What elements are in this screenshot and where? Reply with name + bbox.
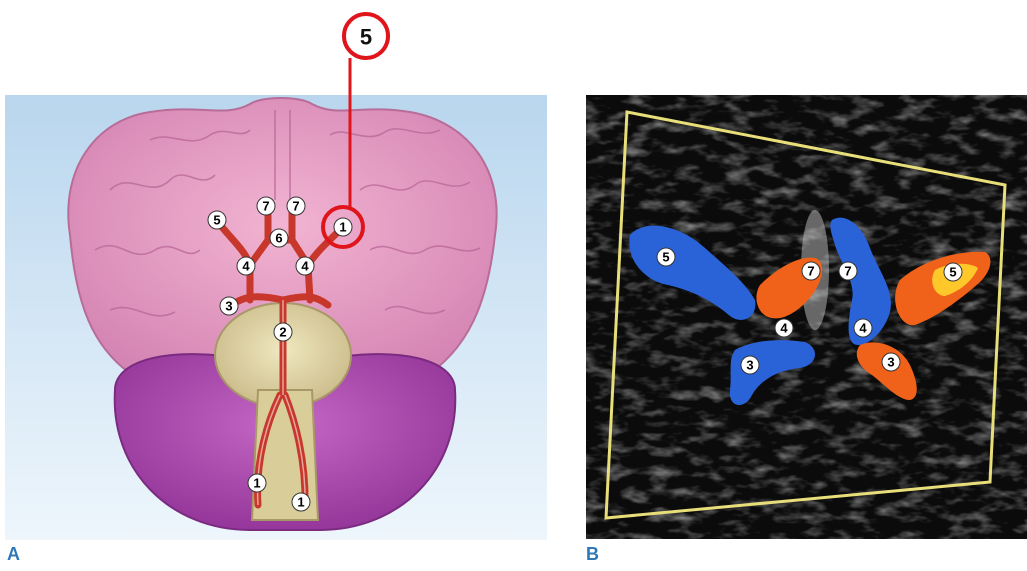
svg-text:2: 2 — [279, 325, 286, 340]
svg-text:1: 1 — [297, 495, 304, 510]
marker-b7-left: 7 — [802, 262, 820, 280]
svg-text:6: 6 — [275, 231, 282, 246]
marker-a1-circled: 1 — [334, 218, 352, 236]
marker-a4-left: 4 — [237, 257, 255, 275]
marker-a7-left: 7 — [257, 197, 275, 215]
svg-text:4: 4 — [780, 321, 788, 336]
marker-b4-left: 4 — [775, 319, 793, 337]
svg-text:5: 5 — [213, 213, 220, 228]
svg-text:7: 7 — [807, 264, 814, 279]
panel-b-letter: B — [586, 544, 599, 565]
marker-b5-left: 5 — [657, 248, 675, 266]
marker-a5: 5 — [208, 211, 226, 229]
svg-text:1: 1 — [339, 220, 346, 235]
svg-text:5: 5 — [949, 265, 956, 280]
marker-a3: 3 — [220, 297, 238, 315]
svg-text:4: 4 — [242, 259, 250, 274]
panel-a-letter: A — [7, 544, 20, 565]
marker-b3-left: 3 — [741, 356, 759, 374]
marker-b7-right: 7 — [839, 262, 857, 280]
svg-text:7: 7 — [262, 199, 269, 214]
svg-text:3: 3 — [746, 358, 753, 373]
svg-text:4: 4 — [301, 259, 309, 274]
svg-text:3: 3 — [225, 299, 232, 314]
marker-a1-lower-right: 1 — [292, 493, 310, 511]
marker-a7-right: 7 — [287, 197, 305, 215]
svg-text:1: 1 — [253, 476, 260, 491]
marker-b3-right: 3 — [882, 353, 900, 371]
panel-b-ultrasound: 5 7 7 5 4 4 3 3 — [586, 95, 1027, 539]
panel-a-brain-illustration: 7 7 5 6 1 4 4 3 2 1 1 — [5, 95, 547, 540]
marker-a2: 2 — [274, 323, 292, 341]
svg-text:3: 3 — [887, 355, 894, 370]
svg-text:5: 5 — [662, 250, 669, 265]
marker-a1-lower-left: 1 — [248, 474, 266, 492]
marker-a6: 6 — [270, 229, 288, 247]
svg-text:7: 7 — [292, 199, 299, 214]
marker-b5-right: 5 — [944, 263, 962, 281]
svg-text:4: 4 — [859, 321, 867, 336]
callout-text: 5 — [360, 25, 372, 50]
marker-b4-right: 4 — [854, 319, 872, 337]
svg-text:7: 7 — [844, 264, 851, 279]
marker-a4-right: 4 — [296, 257, 314, 275]
